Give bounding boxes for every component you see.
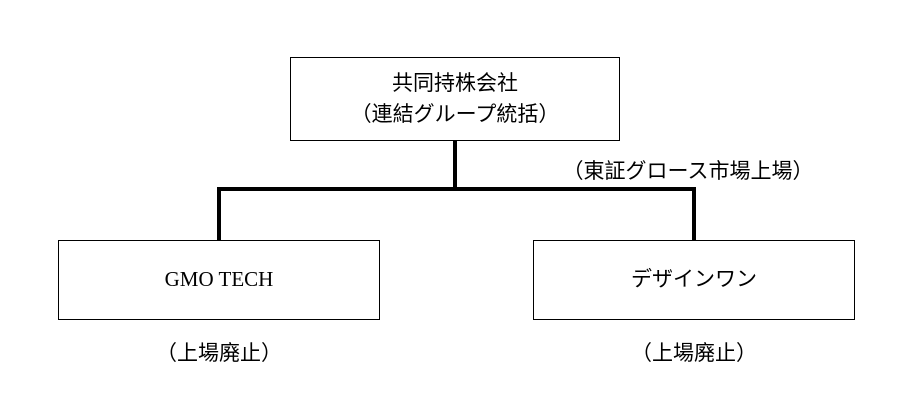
child-company-name: デザインワン <box>631 267 757 292</box>
parent-company-box: 共同持株会社 （連結グループ統括） <box>290 57 620 141</box>
child-status-gmo-tech: （上場廃止） <box>156 341 282 365</box>
connector-horizontal <box>217 187 696 191</box>
child-company-box-design-one: デザインワン <box>533 240 855 320</box>
connector-right-drop <box>692 187 696 240</box>
listing-note: （東証グロース市場上場） <box>562 159 814 183</box>
parent-company-role: （連結グループ統括） <box>350 102 560 126</box>
parent-company-name: 共同持株会社 <box>392 70 518 95</box>
child-company-name: GMO TECH <box>164 267 274 292</box>
child-company-box-gmo-tech: GMO TECH <box>58 240 380 320</box>
child-status-design-one: （上場廃止） <box>631 341 757 365</box>
connector-stem <box>453 141 457 189</box>
connector-left-drop <box>217 187 221 240</box>
